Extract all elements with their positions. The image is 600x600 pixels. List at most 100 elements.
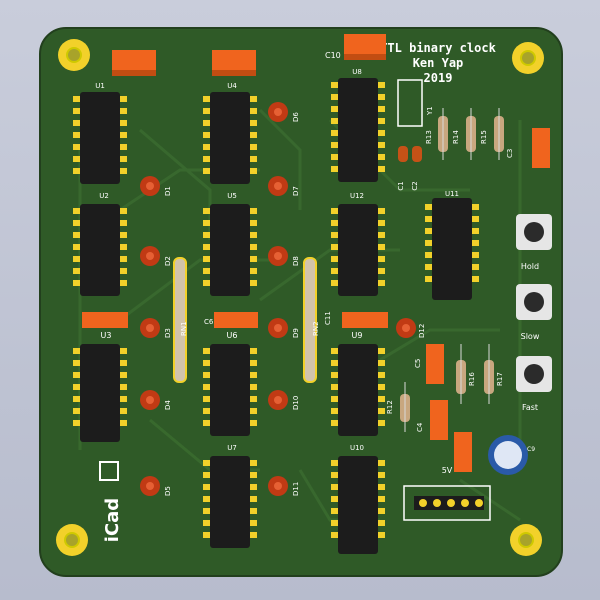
cap-c4 xyxy=(430,400,448,440)
switch-hold-label: Hold xyxy=(521,262,539,271)
rn2 xyxy=(303,257,317,383)
switches: Hold Slow Fast xyxy=(516,214,552,412)
kicad-logo: iCad xyxy=(99,461,123,542)
ic-u10-label: U10 xyxy=(350,444,364,452)
ic-u1: U1 xyxy=(73,82,127,184)
rn2-label: RN2 xyxy=(312,321,320,336)
r17-label: R17 xyxy=(496,372,504,386)
c3-label: C3 xyxy=(506,149,514,158)
ic-u8: U8 xyxy=(331,68,385,182)
rn1-label: RN1 xyxy=(180,321,188,336)
resistor-r15: R15 xyxy=(480,108,504,160)
resistor-r17: R17 xyxy=(484,344,504,404)
ic-u12: U12 xyxy=(331,192,385,296)
led-d2-label: D2 xyxy=(164,256,172,266)
switch-hold[interactable]: Hold xyxy=(516,214,552,271)
electrolytic-label: C9 xyxy=(527,446,535,453)
c2-label: C2 xyxy=(411,181,419,190)
r15-label: R15 xyxy=(480,130,488,144)
cap-c5 xyxy=(426,344,444,384)
ic-u3-label: U3 xyxy=(101,331,112,340)
led-d5-label: D5 xyxy=(164,486,172,496)
r12-label: R12 xyxy=(386,400,394,414)
ic-u7: U7 xyxy=(203,444,257,548)
ic-u4: U4 xyxy=(203,82,257,184)
r16-label: R16 xyxy=(468,372,476,386)
leds: D1 D2 D3 D4 D5 D6 D7 D8 xyxy=(140,102,426,496)
kicad-logo-text: iCad xyxy=(102,498,123,542)
resistors-bottom: R12 R16 R17 xyxy=(386,344,504,432)
cap-c11 xyxy=(342,312,388,328)
led-d6: D6 xyxy=(268,102,300,122)
led-d11: D11 xyxy=(268,476,300,496)
c4-label: C4 xyxy=(416,422,424,432)
led-d1: D1 xyxy=(140,176,172,196)
led-d10-label: D10 xyxy=(292,396,300,410)
crystal-area: Y1 C1 C2 xyxy=(397,79,434,191)
ic-u11: U11 xyxy=(425,190,479,300)
ic-u10: U10 xyxy=(331,444,385,554)
led-d6-label: D6 xyxy=(292,112,300,122)
ic-u3: U3 xyxy=(73,331,127,442)
rn1 xyxy=(173,257,187,383)
ic-u9: U9 xyxy=(331,331,385,436)
title-line-2: Ken Yap xyxy=(413,56,464,70)
ic-u6-label: U6 xyxy=(227,331,238,340)
r14-label: R14 xyxy=(452,130,460,144)
led-d1-label: D1 xyxy=(164,186,172,196)
c5-label: C5 xyxy=(414,359,422,368)
resistor-r12: R12 xyxy=(386,382,410,432)
led-d4-label: D4 xyxy=(164,400,172,410)
top-caps: C10 xyxy=(112,34,386,76)
led-d12-label: D12 xyxy=(418,324,426,338)
board-title: TTL binary clock Ken Yap 2019 xyxy=(380,41,496,85)
led-d3: D3 xyxy=(140,318,172,338)
ic-u5-label: U5 xyxy=(227,192,237,200)
title-line-1: TTL binary clock xyxy=(380,41,496,55)
switch-slow-label: Slow xyxy=(521,332,540,341)
c1-label: C1 xyxy=(397,181,405,190)
electrolytic-cap: C9 xyxy=(488,435,535,475)
resistor-r13: R13 xyxy=(425,108,448,160)
ic-u9-label: U9 xyxy=(352,331,363,340)
led-d8: D8 xyxy=(268,246,300,266)
switch-fast-label: Fast xyxy=(522,403,538,412)
resistor-r16: R16 xyxy=(456,344,476,404)
ic-u12-label: U12 xyxy=(350,192,364,200)
led-d4: D4 xyxy=(140,390,172,410)
led-d10: D10 xyxy=(268,390,300,410)
led-d9: D9 xyxy=(268,318,300,338)
ic-u5: U5 xyxy=(203,192,257,296)
r13-label: R13 xyxy=(425,130,433,144)
cap-c3 xyxy=(532,128,550,168)
led-d3-label: D3 xyxy=(164,328,172,338)
led-d11-label: D11 xyxy=(292,482,300,496)
switch-slow[interactable]: Slow xyxy=(516,284,552,341)
ic-u2-label: U2 xyxy=(99,192,109,200)
led-d7: D7 xyxy=(268,176,300,196)
mid-caps: C6 C11 C5 C4 xyxy=(82,311,472,472)
title-line-3: 2019 xyxy=(424,71,453,85)
c6-label: C6 xyxy=(204,318,214,326)
led-d9-label: D9 xyxy=(292,328,300,338)
ic-u2: U2 xyxy=(73,192,127,296)
led-d12: D12 xyxy=(396,318,426,338)
ic-u7-label: U7 xyxy=(227,444,237,452)
cap-left-mid xyxy=(82,312,128,328)
led-d2: D2 xyxy=(140,246,172,266)
led-d8-label: D8 xyxy=(292,256,300,266)
ic-u1-label: U1 xyxy=(95,82,105,90)
crystal-outline xyxy=(397,79,423,127)
c11-label: C11 xyxy=(324,311,332,325)
ic-u4-label: U4 xyxy=(227,82,237,90)
cap-c1 xyxy=(398,146,408,162)
cap-c2 xyxy=(412,146,422,162)
crystal-label: Y1 xyxy=(426,106,434,116)
switch-fast[interactable]: Fast xyxy=(516,356,552,412)
resistor-r14: R14 xyxy=(452,108,476,160)
cap-power xyxy=(454,432,472,472)
c10-label: C10 xyxy=(325,51,341,60)
resistor-networks: RN1 RN2 xyxy=(173,257,320,383)
header-connector xyxy=(403,485,491,521)
